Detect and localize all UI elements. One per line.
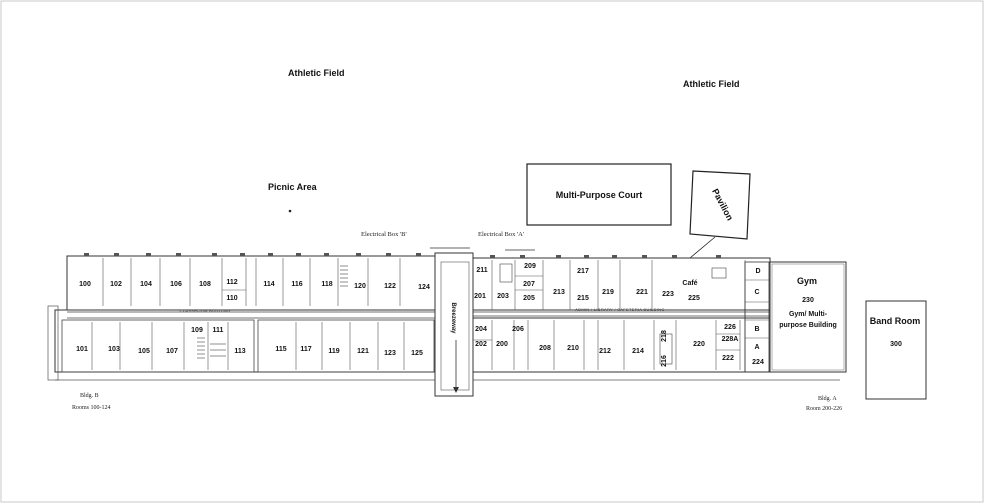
bldg-b-rooms-label: Rooms 100-124 — [72, 405, 111, 411]
band-room: Band Room 300 — [865, 300, 927, 400]
building-b: CLASSROOM BUILDING — [47, 253, 438, 381]
picnic-marker — [288, 209, 292, 213]
room-205: 205 — [523, 295, 535, 302]
room-101: 101 — [76, 346, 88, 353]
admin-building-label: ADMIN / LIBRARY / CAFETERIA BUILDING — [575, 307, 665, 312]
bldg-a-label: Bldg. A — [818, 396, 837, 402]
room-106: 106 — [170, 281, 182, 288]
room-200: 200 — [496, 341, 508, 348]
room-125: 125 — [411, 350, 423, 357]
band-room-label: Band Room — [870, 316, 921, 326]
room-215: 215 — [577, 295, 589, 302]
room-c: C — [754, 289, 759, 296]
gym-room-230: 230 — [802, 297, 814, 304]
room-208: 208 — [539, 345, 551, 352]
room-124: 124 — [418, 284, 430, 291]
room-217: 217 — [577, 268, 589, 275]
pavilion-leader-line — [689, 236, 716, 259]
athletic-field-left-label: Athletic Field — [288, 68, 345, 78]
room-119: 119 — [328, 348, 339, 355]
gym-building-line2: purpose Building — [779, 322, 837, 329]
room-103: 103 — [108, 346, 120, 353]
electrical-box-a-label: Electrical Box 'A' — [478, 231, 524, 238]
room-110: 110 — [226, 295, 237, 302]
room-219: 219 — [602, 289, 614, 296]
room-112: 112 — [226, 279, 237, 286]
room-102: 102 — [110, 281, 122, 288]
electrical-box-b-label: Electrical Box 'B' — [361, 231, 407, 238]
gym-building: Gym 230 Gym/ Multi- purpose Building — [769, 261, 847, 373]
room-201: 201 — [474, 293, 486, 300]
band-room-number: 300 — [890, 341, 902, 348]
room-123: 123 — [384, 350, 396, 357]
room-221: 221 — [636, 289, 648, 296]
bldg-a-rooms-label: Room 200-226 — [806, 406, 842, 412]
multi-purpose-court — [526, 163, 672, 226]
room-211: 211 — [476, 267, 487, 274]
room-114: 114 — [263, 281, 274, 288]
room-107: 107 — [166, 348, 178, 355]
gym-building-line1: Gym/ Multi- — [789, 311, 828, 318]
pavilion — [689, 170, 751, 240]
breezeway: Breezeway — [434, 252, 474, 397]
athletic-field-right-label: Athletic Field — [683, 79, 740, 89]
gym-label: Gym — [797, 276, 817, 286]
room-220: 220 — [693, 341, 705, 348]
room-225: 225 — [688, 295, 700, 302]
room-b: B — [754, 326, 759, 333]
room-109: 109 — [191, 327, 203, 334]
room-202: 202 — [475, 341, 487, 348]
room-115: 115 — [275, 346, 286, 353]
room-d: D — [755, 268, 760, 275]
room-111: 111 — [213, 327, 224, 334]
room-222: 222 — [722, 355, 734, 362]
room-206: 206 — [512, 326, 524, 333]
room-214: 214 — [632, 348, 644, 355]
room-210: 210 — [567, 345, 579, 352]
room-223: 223 — [662, 291, 674, 298]
room-122: 122 — [384, 283, 396, 290]
room-203: 203 — [497, 293, 509, 300]
room-226: 226 — [724, 324, 736, 331]
room-a: A — [754, 344, 759, 351]
room-228a: 228A — [722, 336, 739, 343]
room-108: 108 — [199, 281, 211, 288]
picnic-area-label: Picnic Area — [268, 182, 318, 192]
room-212: 212 — [599, 348, 611, 355]
building-b-rooms: 100 102 104 106 108 112 110 114 116 118 … — [76, 279, 430, 357]
room-209: 209 — [524, 263, 536, 270]
multi-purpose-court-label: Multi-Purpose Court — [556, 190, 643, 200]
room-216: 216 — [661, 355, 668, 367]
room-104: 104 — [140, 281, 152, 288]
room-207: 207 — [523, 281, 535, 288]
room-121: 121 — [357, 348, 369, 355]
room-120: 120 — [354, 283, 366, 290]
classroom-building-label: CLASSROOM BUILDING — [180, 308, 231, 313]
room-105: 105 — [138, 348, 150, 355]
breezeway-label: Breezeway — [450, 302, 456, 334]
bldg-b-label: Bldg. B — [80, 393, 99, 399]
room-213: 213 — [553, 289, 565, 296]
room-118: 118 — [321, 281, 332, 288]
room-113: 113 — [234, 348, 245, 355]
room-218: 218 — [661, 330, 668, 342]
cafe-label: Café — [682, 280, 697, 287]
room-116: 116 — [291, 281, 302, 288]
room-204: 204 — [475, 326, 487, 333]
room-117: 117 — [300, 346, 311, 353]
building-a-rooms: 211 201 203 209 207 205 217 213 215 219 … — [474, 263, 764, 367]
room-224: 224 — [752, 359, 764, 366]
room-100: 100 — [79, 281, 91, 288]
